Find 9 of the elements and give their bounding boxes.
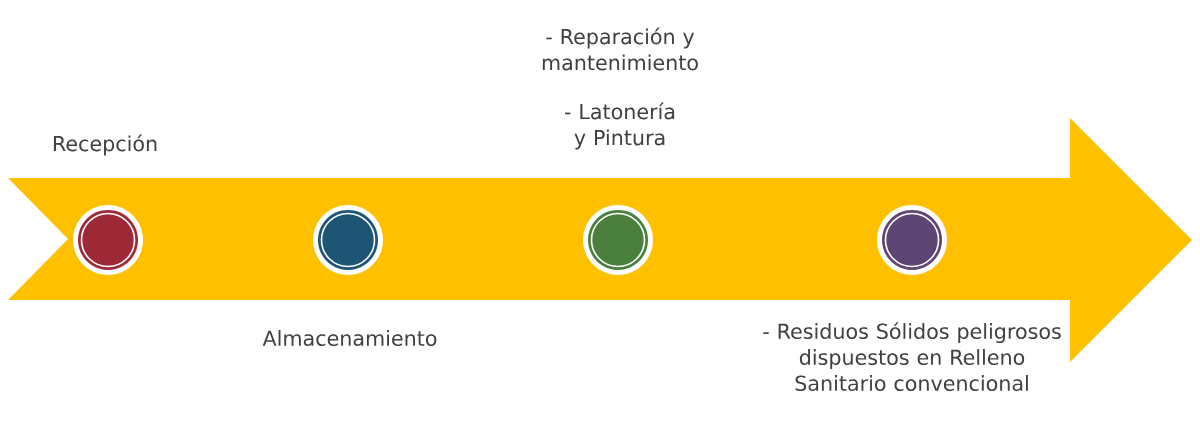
milestone-label: - Residuos Sólidos peligrosos dispuestos en Relleno Sanitario convencional xyxy=(763,322,1061,392)
milestone-circle xyxy=(313,205,383,275)
milestone-label: Recepción xyxy=(53,134,157,156)
milestone-label: - Reparación y mantenimiento xyxy=(542,27,698,71)
milestone-circle xyxy=(583,205,653,275)
milestone-circle xyxy=(877,205,947,275)
milestone-circle xyxy=(73,205,143,275)
milestone-label: Almacenamiento xyxy=(262,330,437,346)
milestone-label: - Latonería y Pintura xyxy=(565,102,675,150)
